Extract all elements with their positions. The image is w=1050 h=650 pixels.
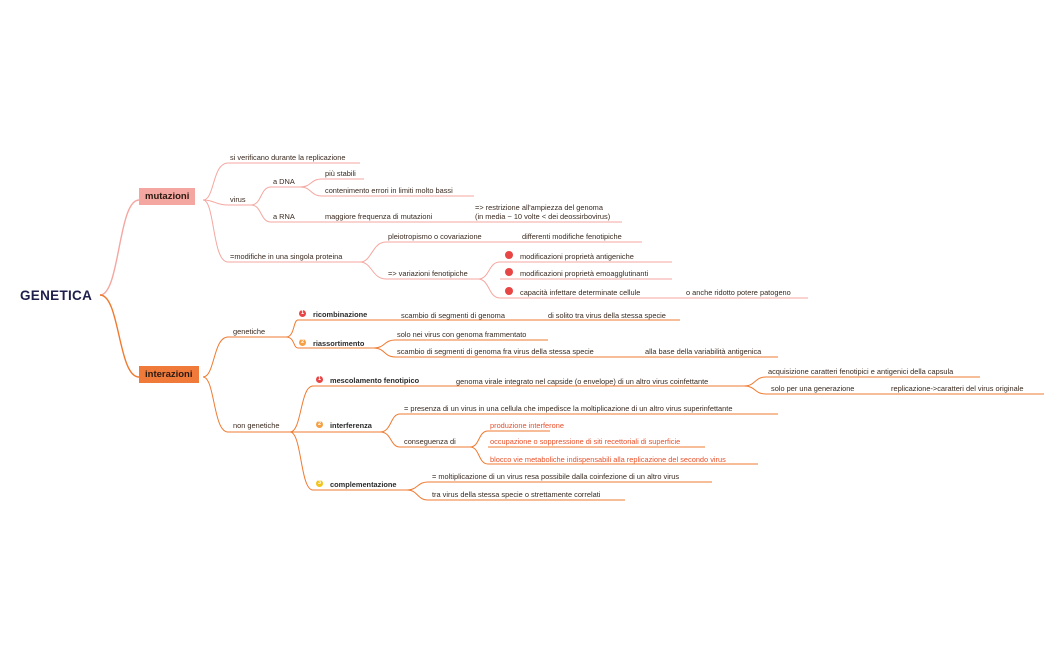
node-non-genetiche[interactable]: non genetiche (233, 421, 280, 430)
node-differenti[interactable]: differenti modifiche fenotipiche (522, 232, 622, 241)
priority-1-icon: 1 (299, 310, 306, 317)
priority-2-icon: 2 (299, 339, 306, 346)
node-dna-contenimento[interactable]: contenimento errori in limiti molto bass… (325, 186, 453, 195)
node-complementazione[interactable]: complementazione (330, 480, 397, 489)
node-infettare[interactable]: capacità infettare determinate cellule (520, 288, 641, 297)
node-pleiotropismo[interactable]: pleiotropismo o covariazione (388, 232, 482, 241)
node-interferenza[interactable]: interferenza (330, 421, 372, 430)
node-interf-interferone[interactable]: produzione interferone (490, 421, 564, 430)
node-dna[interactable]: a DNA (273, 177, 295, 186)
node-emoagglutinanti[interactable]: modificazioni proprietà emoagglutinanti (520, 269, 649, 278)
node-interf-occupazione[interactable]: occupazione o soppressione di siti recet… (490, 437, 681, 446)
node-dna-stabili[interactable]: più stabili (325, 169, 356, 178)
node-mesc-generazione[interactable]: solo per una generazione (771, 384, 855, 393)
red-dot-marker (505, 268, 513, 276)
node-compl-moltiplicazione[interactable]: = moltiplicazione di un virus resa possi… (432, 472, 680, 481)
root-topic[interactable]: GENETICA (20, 288, 93, 303)
node-proteina[interactable]: =modifiche in una singola proteina (230, 252, 343, 261)
node-mescolamento[interactable]: mescolamento fenotipico (330, 376, 420, 385)
node-ricomb-specie[interactable]: di solito tra virus della stessa specie (548, 311, 666, 320)
priority-2-icon: 2 (316, 421, 323, 428)
node-riass-scambio[interactable]: scambio di segmenti di genoma fra virus … (397, 347, 594, 356)
topic-mutazioni[interactable]: mutazioni (139, 188, 196, 205)
node-replicazione[interactable]: si verificano durante la replicazione (230, 153, 346, 162)
node-rna-restrizione-2[interactable]: (in media ~ 10 volte < dei deossirboviru… (475, 212, 611, 221)
node-riassortimento[interactable]: riassortimento (313, 339, 365, 348)
red-dot-marker (505, 287, 513, 295)
node-ricomb-scambio[interactable]: scambio di segmenti di genoma (401, 311, 505, 320)
node-variazioni[interactable]: => variazioni fenotipiche (388, 269, 468, 278)
node-mesc-genoma[interactable]: genoma virale integrato nel capside (o e… (456, 377, 709, 386)
node-interf-presenza[interactable]: = presenza di un virus in una cellula ch… (404, 404, 733, 413)
priority-1-icon: 1 (316, 376, 323, 383)
node-compl-specie[interactable]: tra virus della stessa specie o strettam… (432, 490, 601, 499)
node-genetiche[interactable]: genetiche (233, 327, 266, 336)
node-virus[interactable]: virus (230, 195, 246, 204)
node-mesc-acquisizione[interactable]: acquisizione caratteri fenotipici e anti… (768, 367, 954, 376)
node-ricombinazione[interactable]: ricombinazione (313, 310, 368, 319)
node-rna[interactable]: a RNA (273, 212, 295, 221)
node-antigeniche[interactable]: modificazioni proprietà antigeniche (520, 252, 634, 261)
node-interf-conseguenza[interactable]: conseguenza di (404, 437, 456, 446)
node-rna-restrizione-1[interactable]: => restrizione all'ampiezza del genoma (475, 203, 603, 212)
red-dot-marker (505, 251, 513, 259)
node-interf-blocco[interactable]: blocco vie metaboliche indispensabili al… (490, 455, 726, 464)
priority-3-icon: 3 (316, 480, 323, 487)
node-rna-frequenza[interactable]: maggiore frequenza di mutazioni (325, 212, 433, 221)
node-patogeno[interactable]: o anche ridotto potere patogeno (686, 288, 791, 297)
topic-interazioni[interactable]: interazioni (139, 366, 199, 383)
node-riass-variabilita[interactable]: alla base della variabilità antigenica (645, 347, 762, 356)
node-mesc-replicazione[interactable]: replicazione->caratteri del virus origin… (891, 384, 1024, 393)
node-riass-frammentato[interactable]: solo nei virus con genoma frammentato (397, 330, 527, 339)
